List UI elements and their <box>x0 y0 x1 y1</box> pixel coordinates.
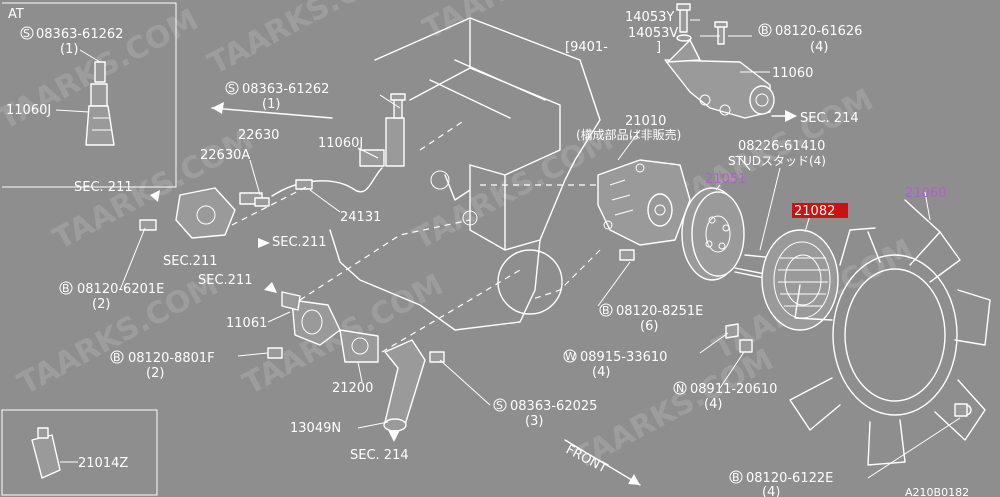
inset-bolt-number: 08363-61262 <box>36 27 123 42</box>
washer-33610 <box>725 323 739 339</box>
label-08363-61262: 08363-61262 <box>242 82 329 97</box>
label-sec211-c: SEC.211 <box>163 254 218 269</box>
inset-bolt-qty: (1) <box>60 42 78 57</box>
inset-bolt <box>94 61 106 83</box>
label-11061: 11061 <box>226 316 267 331</box>
bolt-8801f <box>267 347 283 359</box>
label-08911-20610-qty: (4) <box>704 397 722 412</box>
engine-block <box>329 17 601 331</box>
label-sec211-b: SEC.211 <box>272 235 327 250</box>
callout-letter: S <box>228 82 235 95</box>
label-08120-6122e: 08120-6122E <box>746 471 833 486</box>
callout-letter: B <box>113 351 121 364</box>
label-11060j: 11060J <box>318 136 363 151</box>
label-24131: 24131 <box>340 210 381 225</box>
label-21010-note: (構成部品は非販売) <box>576 127 681 142</box>
label-08120-6201e: 08120-6201E <box>77 282 164 297</box>
label-9401-end: ] <box>656 40 661 55</box>
label-11060: 11060 <box>772 66 813 81</box>
label-sec214-bot: SEC. 214 <box>350 448 409 463</box>
outlet-housing-11060 <box>664 3 775 119</box>
label-08120-8251e: 08120-8251E <box>616 304 703 319</box>
front-arrow <box>628 474 640 485</box>
label-21200: 21200 <box>332 381 373 396</box>
label-08120-6122e-qty: (4) <box>762 485 780 497</box>
at-inset-panel: AT S 08363-61262 (1) 11060J <box>2 2 177 188</box>
callout-letter: B <box>761 24 769 37</box>
bracket-11060j <box>385 117 405 167</box>
callout-letter: S <box>23 27 30 40</box>
label-22630: 22630 <box>238 128 279 143</box>
label-08915-33610: 08915-33610 <box>580 350 667 365</box>
bolt-8251e <box>619 249 635 261</box>
label-sec211-a: SEC. 211 <box>74 180 133 195</box>
label-22630a: 22630A <box>200 148 250 163</box>
label-08120-8801f: 08120-8801F <box>128 351 215 366</box>
callout-letter: W <box>565 350 576 363</box>
label-08915-33610-qty: (4) <box>592 365 610 380</box>
water-outlet-11061 <box>267 291 341 359</box>
label-08363-61262-qty: (1) <box>262 97 280 112</box>
label-14053v: 14053V <box>628 26 678 41</box>
callout-letter: B <box>602 304 610 317</box>
sensor-assembly <box>139 93 406 239</box>
label-14053y: 14053Y <box>625 10 674 25</box>
direction-arrows <box>150 102 797 486</box>
label-08120-8801f-qty: (2) <box>146 366 164 381</box>
thermostat-21200 <box>339 329 379 363</box>
label-21014z: 21014Z <box>78 456 128 471</box>
crank-pulley-outline <box>497 249 563 315</box>
watermark: TAARKS.COM <box>407 122 619 257</box>
bolt-61626 <box>717 25 725 45</box>
label-08911-20610: 08911-20610 <box>690 382 777 397</box>
label-08226-61410: 08226-61410 <box>738 139 825 154</box>
inset-bracket-body <box>85 105 115 146</box>
leader-lines <box>119 19 961 479</box>
callout-letter: S <box>496 399 503 412</box>
label-21082: 21082 <box>794 204 835 219</box>
label-13049n: 13049N <box>290 421 341 436</box>
inset-bracket-top <box>90 83 108 107</box>
callout-letter: B <box>732 471 740 484</box>
callout-letter: B <box>62 282 70 295</box>
water-pump-21010 <box>597 159 691 246</box>
hose-13049n <box>383 339 445 432</box>
nut-20610 <box>739 339 753 353</box>
label-sec214-top: SEC. 214 <box>800 111 859 126</box>
sensor-21014z <box>1 409 158 496</box>
watermark: TAARKS.COM <box>202 0 414 82</box>
label-08120-8251e-qty: (6) <box>640 319 658 334</box>
label-stud: STUDスタッド(4) <box>728 154 826 168</box>
pulley-21051 <box>681 187 745 281</box>
label-sec211-d: SEC.211 <box>198 273 253 288</box>
inset-part-label: 11060J <box>6 103 51 118</box>
highlight-21082 <box>792 203 848 218</box>
callout-letter: N <box>676 382 684 395</box>
label-9401: [9401- <box>565 40 608 55</box>
fan-coupling-21082 <box>761 229 839 331</box>
label-08120-61626: 08120-61626 <box>775 24 862 39</box>
sensor-24131 <box>295 179 313 190</box>
callout-circle <box>20 26 34 40</box>
bolt-14053y <box>679 7 688 33</box>
arrow-sec214-top <box>785 110 797 122</box>
diagram-code: A210B0182 <box>905 486 969 497</box>
label-21010: 21010 <box>625 114 666 129</box>
label-08363-62025: 08363-62025 <box>510 399 597 414</box>
label-21051: 21051 <box>705 172 746 187</box>
label-08120-6201e-qty: (2) <box>92 297 110 312</box>
inset-title: AT <box>8 7 24 22</box>
part-labels: 14053Y 14053V [9401- ] B 08120-61626 (4)… <box>59 10 969 497</box>
fan-21060 <box>789 199 991 466</box>
label-08363-62025-qty: (3) <box>525 414 543 429</box>
bolt-62025 <box>429 351 445 363</box>
label-21060: 21060 <box>905 186 946 201</box>
label-08120-61626-qty: (4) <box>810 40 828 55</box>
